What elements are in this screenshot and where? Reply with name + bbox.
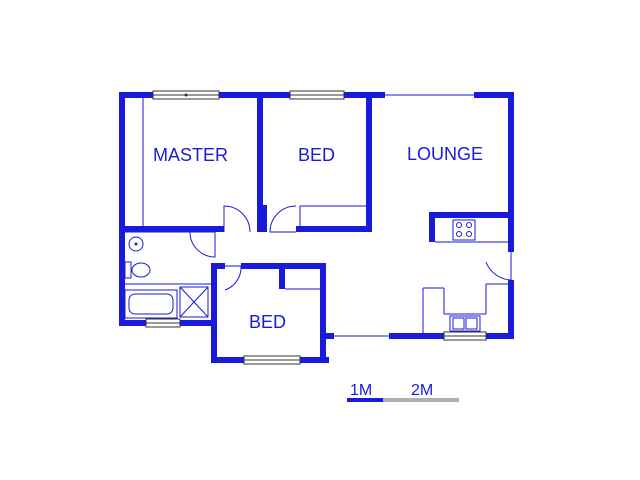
fixtures xyxy=(124,219,481,332)
shower-icon xyxy=(179,286,209,318)
scale-bar: 1M 2M xyxy=(347,382,459,402)
window-bath xyxy=(145,318,181,328)
scale-label-2m: 2M xyxy=(411,382,433,399)
door-master xyxy=(223,205,251,233)
wall-bed-lounge-divider xyxy=(366,92,372,232)
scale-bar-dark xyxy=(347,398,383,402)
wall-bed-bottom xyxy=(296,226,372,232)
basin-icon xyxy=(128,236,144,252)
wall-master-bottom xyxy=(119,226,224,232)
door-bedroom2 xyxy=(224,265,242,291)
scale-label-1m: 1M xyxy=(350,382,372,399)
window-bed-top xyxy=(289,90,345,100)
wall-closet-stub xyxy=(279,263,285,289)
windows xyxy=(145,90,487,365)
wall-left-outer xyxy=(119,92,125,324)
room-label-bed-top: BED xyxy=(298,145,335,165)
wall-lounge-bottom-left xyxy=(320,333,334,339)
wall-right-upper xyxy=(508,92,514,252)
door-bath xyxy=(189,231,216,258)
scale-bar-light xyxy=(383,398,459,402)
room-label-lounge: LOUNGE xyxy=(407,144,483,164)
wall-kitchen-top xyxy=(429,212,514,218)
doors xyxy=(189,205,512,291)
wall-kitchen-left xyxy=(429,212,435,242)
window-bed-bottom xyxy=(243,355,301,365)
wall-hall-left xyxy=(211,263,225,269)
window-kitchen xyxy=(443,331,487,341)
window-master xyxy=(152,90,220,100)
wall-master-bed-divider xyxy=(257,92,263,232)
wall-right-lower xyxy=(508,280,514,338)
thin-lines xyxy=(125,94,508,337)
door-lounge-right xyxy=(485,252,512,281)
sink-icon xyxy=(449,315,481,332)
door-bed xyxy=(269,205,297,233)
bathtub-icon xyxy=(124,289,178,319)
wall-bedroom2-right xyxy=(320,263,326,363)
wall-top-lounge-right xyxy=(474,92,514,98)
room-labels: MASTER BED LOUNGE BED xyxy=(153,144,483,332)
stove-icon xyxy=(452,219,476,241)
wall-hall-stub xyxy=(262,205,267,232)
wall-bedroom2-left xyxy=(211,263,217,363)
room-label-master: MASTER xyxy=(153,145,228,165)
wall-top-lounge-left xyxy=(369,92,385,98)
toilet-icon xyxy=(124,261,151,279)
room-label-bed-bottom: BED xyxy=(249,312,286,332)
